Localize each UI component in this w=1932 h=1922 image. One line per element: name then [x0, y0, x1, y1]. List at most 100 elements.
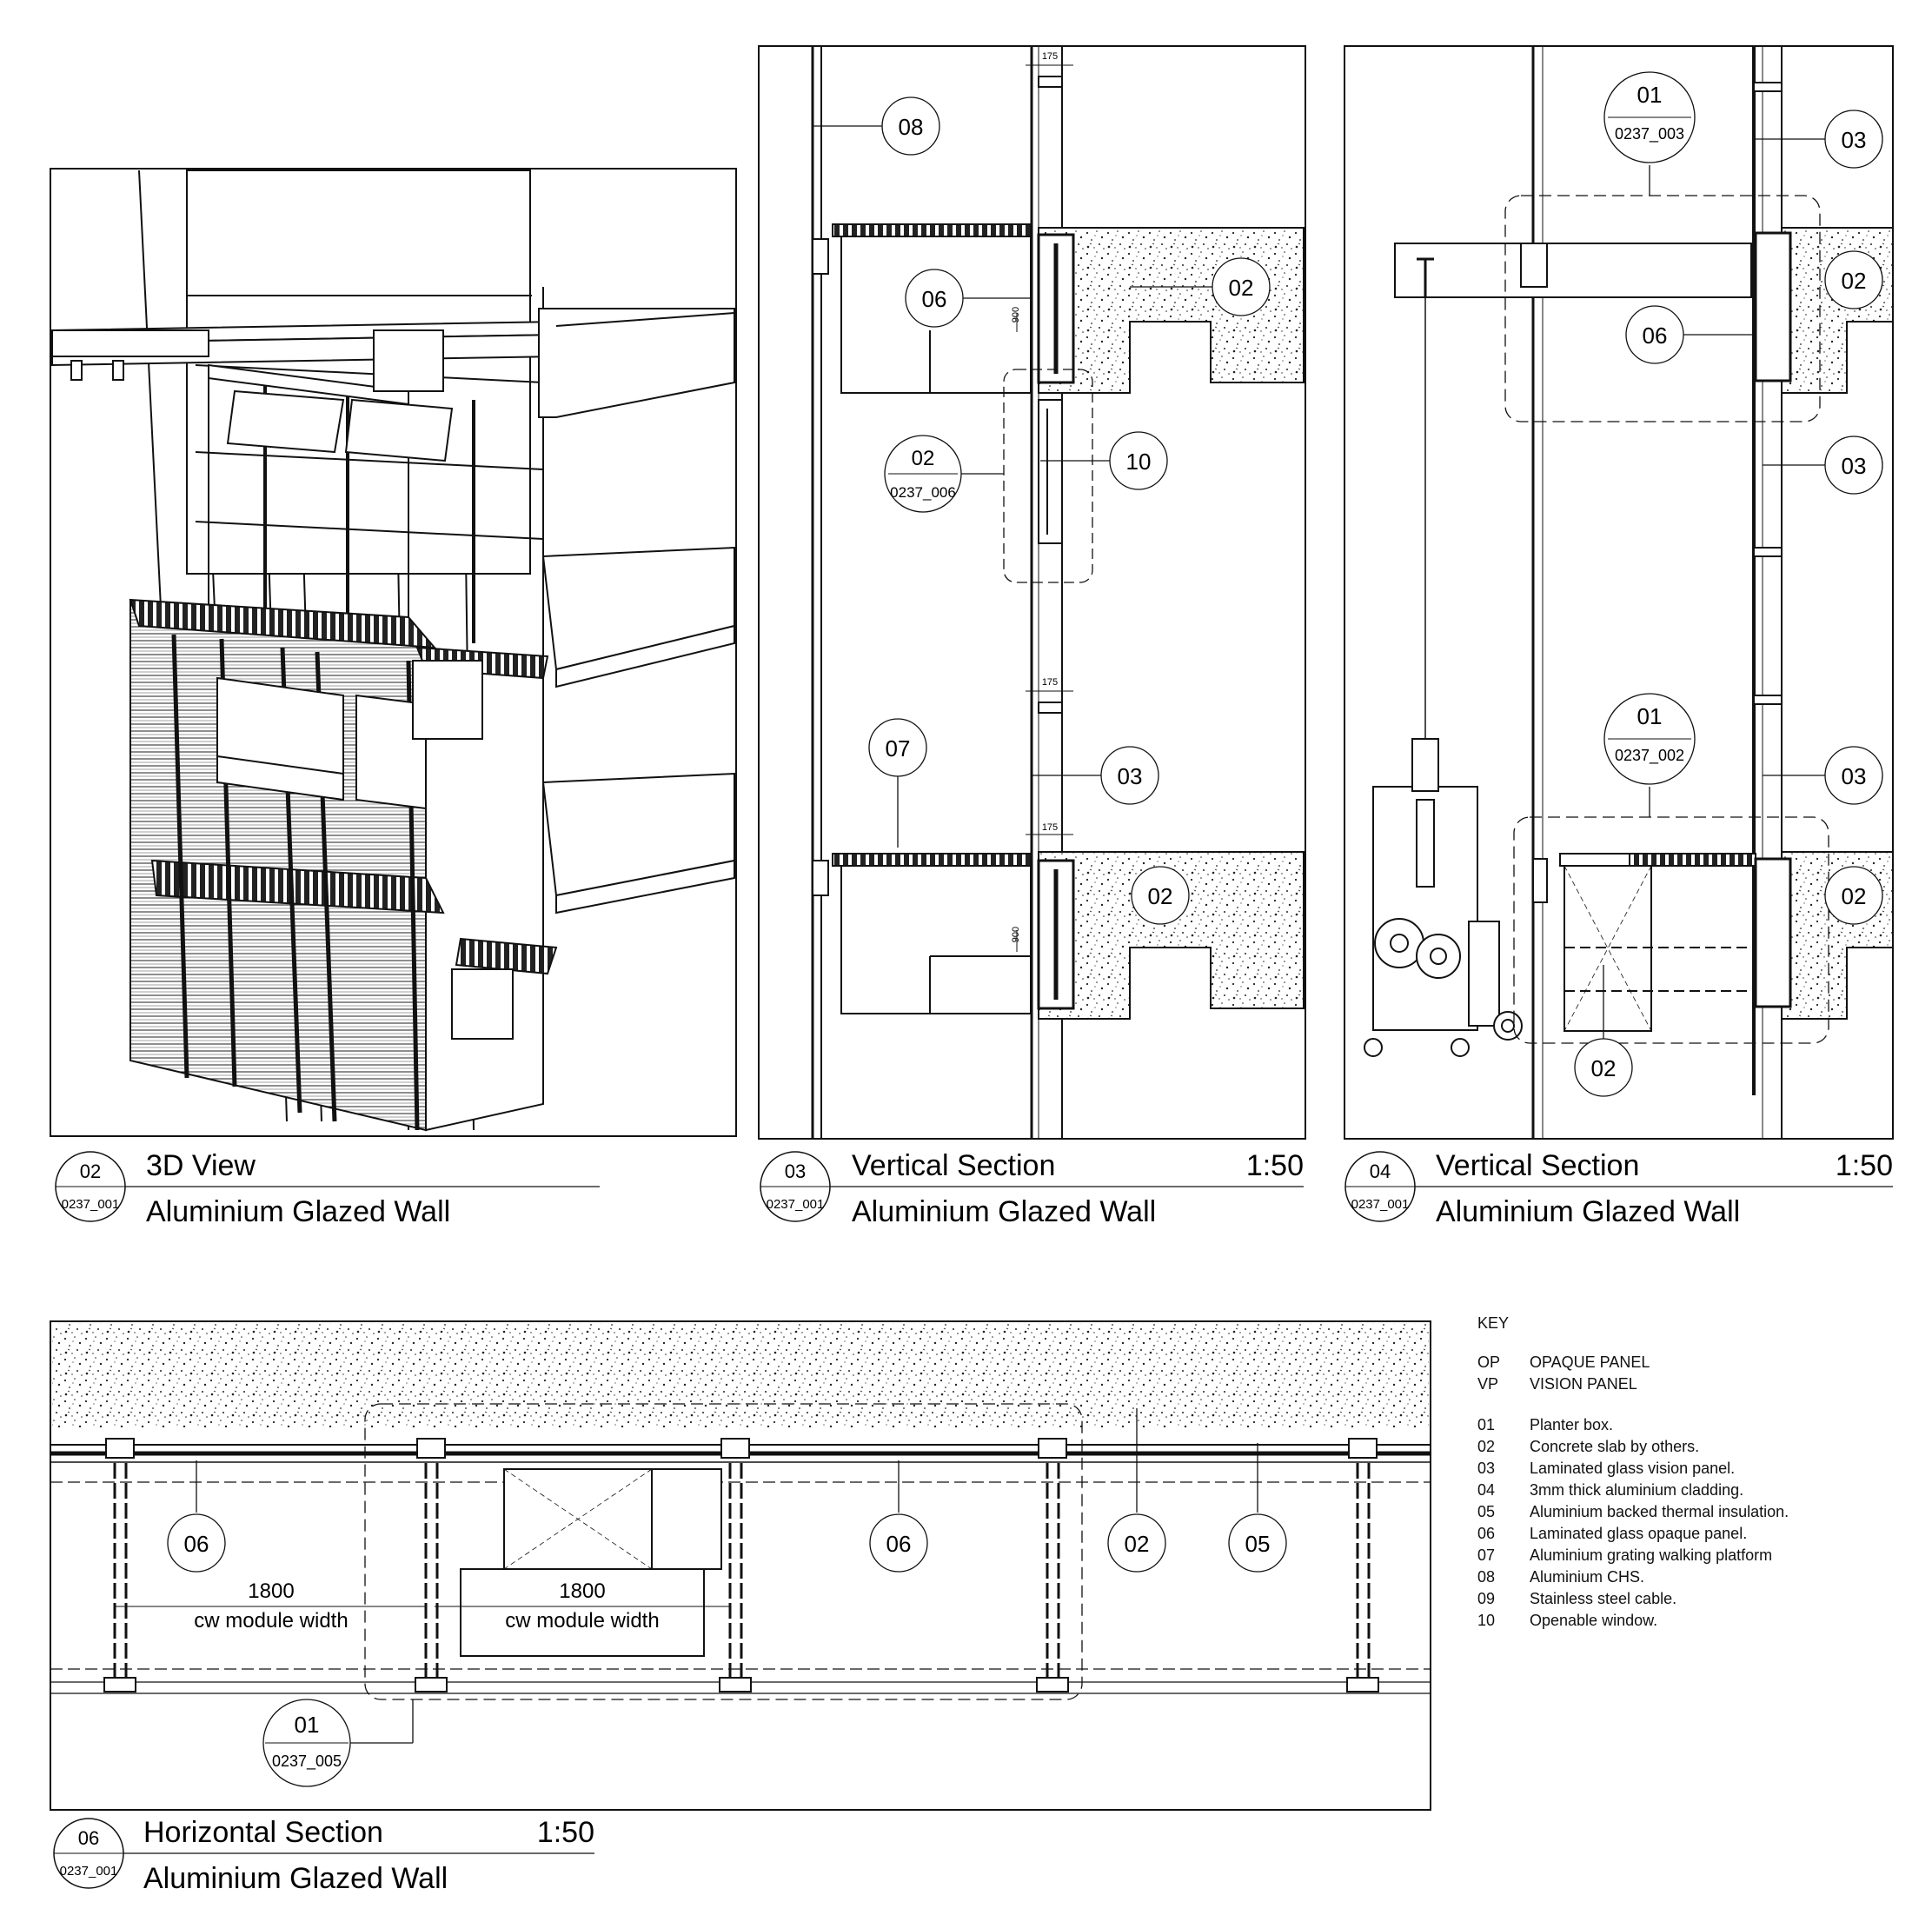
panel-06-title: Horizontal Section: [143, 1816, 383, 1849]
key-row: 04 3mm thick aluminium cladding.: [1477, 1480, 1895, 1501]
key-text: Aluminium grating walking platform: [1530, 1546, 1773, 1564]
callout-10: 10: [1126, 449, 1152, 475]
callout-01-plan-ref: 0237_005: [272, 1752, 342, 1771]
callout-06: 06: [922, 286, 947, 312]
callout-05: 05: [1245, 1531, 1271, 1557]
callout-02-lower: 02: [1148, 883, 1173, 909]
callout-01-plan: 01: [295, 1712, 320, 1738]
panel-02-number: 02: [80, 1161, 101, 1182]
panel-02-title: 3D View: [146, 1149, 256, 1182]
key-code: 03: [1477, 1460, 1496, 1477]
key-text: Concrete slab by others.: [1530, 1438, 1700, 1455]
callout-03-upper: 03: [1842, 127, 1867, 153]
section-04-drawing: [1364, 46, 1894, 1139]
callout-01-top: 01: [1637, 82, 1663, 108]
callout-labels-06: 06 06 02 05 01 0237_005 1800 cw module w…: [184, 1531, 1271, 1771]
key-row: 09 Stainless steel cable.: [1477, 1588, 1895, 1610]
key-text: Laminated glass opaque panel.: [1530, 1525, 1748, 1542]
section-06-drawing: [50, 1323, 1431, 1700]
key-text: Laminated glass vision panel.: [1530, 1460, 1736, 1477]
3d-wall-drawing: [51, 170, 735, 1132]
panel-03-subtitle: Aluminium Glazed Wall: [852, 1195, 1156, 1228]
callout-labels-03: 08 06 02 10 02 0237_006 07 03 02 175 175…: [886, 51, 1254, 942]
module-width-label-1: cw module width: [194, 1609, 348, 1633]
callout-01-bottom-ref: 0237_002: [1615, 747, 1684, 765]
panel-02-subtitle: Aluminium Glazed Wall: [146, 1195, 450, 1228]
panel-04-ref: 0237_001: [1351, 1197, 1410, 1212]
key-heading: KEY: [1477, 1314, 1510, 1332]
panel-06-subtitle: Aluminium Glazed Wall: [143, 1862, 448, 1895]
key-items: 01 Planter box. 02 Concrete slab by others.…: [1477, 1414, 1895, 1632]
module-width-value-1: 1800: [248, 1579, 294, 1603]
panel-04-subtitle: Aluminium Glazed Wall: [1436, 1195, 1740, 1228]
callout-02: 02: [1229, 275, 1254, 301]
callout-labels-04: 01 0237_003 03 02 06 03 01 0237_002 03 0…: [1591, 82, 1867, 1081]
panel-vertical-section-03: 08 06 02 10 02 0237_006 07 03 02 175 175…: [758, 45, 1306, 1228]
module-width-label-2: cw module width: [505, 1609, 659, 1633]
callout-06-left: 06: [184, 1531, 209, 1557]
key-row: 07 Aluminium grating walking platform: [1477, 1545, 1895, 1566]
callout-01-top-ref: 0237_003: [1615, 125, 1684, 143]
callout-02-detail-top: 02: [912, 447, 935, 470]
key-row: 01 Planter box.: [1477, 1414, 1895, 1436]
callout-03-mid: 03: [1842, 453, 1867, 479]
section-03-drawing: [811, 46, 1305, 1139]
key-text: Aluminium CHS.: [1530, 1568, 1645, 1586]
callout-03: 03: [1118, 763, 1143, 789]
key-row: 08 Aluminium CHS.: [1477, 1566, 1895, 1588]
key-code: 07: [1477, 1546, 1496, 1564]
callout-02-planter: 02: [1591, 1055, 1617, 1081]
key-code: 02: [1477, 1438, 1496, 1455]
key-code: 06: [1477, 1525, 1496, 1542]
dim-175-top: 175: [1042, 51, 1058, 62]
panel-03-title: Vertical Section: [852, 1149, 1055, 1182]
panel-06-scale: 1:50: [537, 1816, 594, 1849]
key-text: 3mm thick aluminium cladding.: [1530, 1481, 1744, 1499]
callout-02-plan: 02: [1125, 1531, 1150, 1557]
panel-03-scale: 1:50: [1246, 1149, 1304, 1182]
panel-04-number: 04: [1370, 1161, 1391, 1182]
callout-06-04: 06: [1643, 323, 1668, 349]
title-block-02: 02 0237_001 3D View Aluminium Glazed Wal…: [55, 1149, 600, 1228]
panel-3d-view: 02 0237_001 3D View Aluminium Glazed Wal…: [50, 168, 737, 1228]
key-row: 05 Aluminium backed thermal insulation.: [1477, 1501, 1895, 1523]
dim-175-mid: 175: [1042, 677, 1058, 688]
title-block-04: 04 0237_001 Vertical Section 1:50 Alumin…: [1344, 1149, 1893, 1228]
key-text: VISION PANEL: [1530, 1375, 1637, 1393]
key-code: 09: [1477, 1590, 1496, 1607]
panel-03-number: 03: [785, 1161, 806, 1182]
panel-horizontal-section-06: 06 06 02 05 01 0237_005 1800 cw module w…: [50, 1320, 1431, 1895]
key-row: 06 Laminated glass opaque panel.: [1477, 1523, 1895, 1545]
key-text: OPAQUE PANEL: [1530, 1353, 1650, 1371]
key-text: Planter box.: [1530, 1416, 1614, 1433]
panel-02-ref: 0237_001: [62, 1197, 120, 1212]
key-row: OP OPAQUE PANEL: [1477, 1352, 1895, 1373]
callouts-06: [167, 1408, 1287, 1787]
key-code: OP: [1477, 1353, 1501, 1371]
callout-06-right: 06: [886, 1531, 912, 1557]
module-width-value-2: 1800: [559, 1579, 605, 1603]
key-code: 01: [1477, 1416, 1496, 1433]
callout-01-bottom: 01: [1637, 703, 1663, 729]
callout-07: 07: [886, 735, 911, 761]
callout-02-detail-ref: 0237_006: [890, 484, 956, 501]
key-row: 02 Concrete slab by others.: [1477, 1436, 1895, 1458]
panel-06-ref: 0237_001: [60, 1864, 118, 1879]
key-code: 04: [1477, 1481, 1496, 1499]
callout-03-lower: 03: [1842, 763, 1867, 789]
dim-900-lower: 900: [1011, 927, 1021, 942]
callout-02-lower-04: 02: [1842, 883, 1867, 909]
key-text: Aluminium backed thermal insulation.: [1530, 1503, 1789, 1520]
key-code: 08: [1477, 1568, 1496, 1586]
key-code: 05: [1477, 1503, 1496, 1520]
key-text: Openable window.: [1530, 1612, 1658, 1629]
title-block-03: 03 0237_001 Vertical Section 1:50 Alumin…: [760, 1149, 1304, 1228]
key-row: 03 Laminated glass vision panel.: [1477, 1458, 1895, 1480]
key-text: Stainless steel cable.: [1530, 1590, 1677, 1607]
callout-02-upper: 02: [1842, 268, 1867, 294]
key-code: 10: [1477, 1612, 1496, 1629]
panel-03-ref: 0237_001: [767, 1197, 825, 1212]
